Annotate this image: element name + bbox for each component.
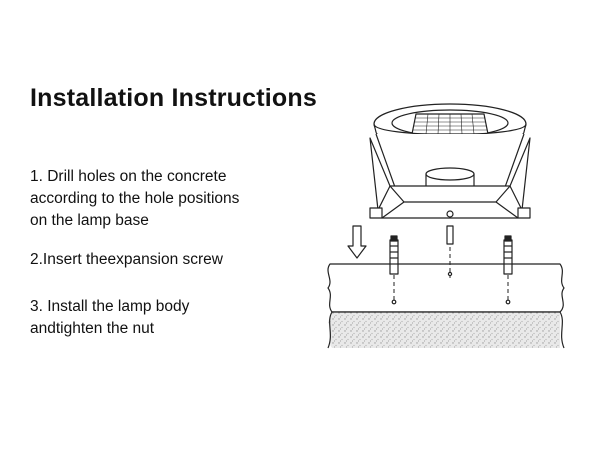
concrete-slab: [327, 263, 565, 349]
solar-lamp-installation-diagram-icon: [327, 103, 565, 349]
expansion-screw-right: [503, 235, 513, 305]
step-install-lamp: 3. Install the lamp body andtighten the …: [30, 298, 190, 337]
page-title: Installation Instructions: [30, 84, 317, 112]
step-insert-screw: 2.Insert theexpansion screw: [30, 251, 223, 268]
step-drill-holes: 1. Drill holes on the concrete according…: [30, 168, 240, 229]
expansion-screw-left: [389, 235, 399, 305]
solar-lamp-body: [369, 103, 531, 219]
center-bolt: [446, 225, 454, 277]
down-arrow-icon: [347, 225, 367, 259]
